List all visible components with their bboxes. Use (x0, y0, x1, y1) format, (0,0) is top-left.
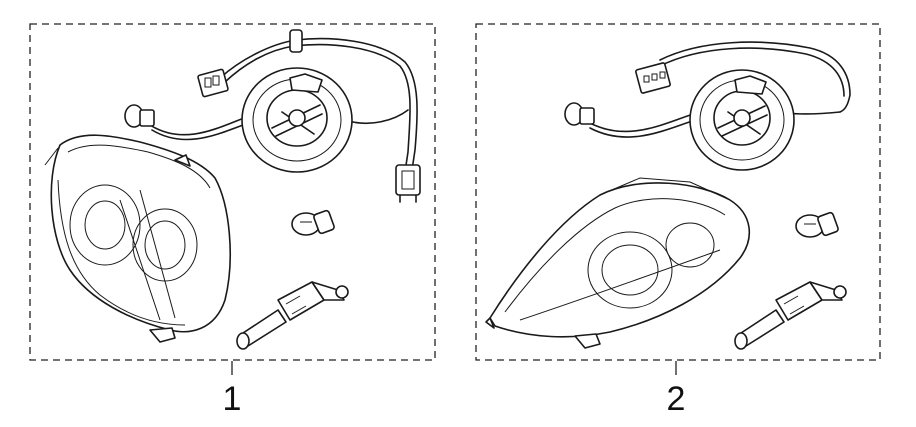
kit-1-connector (197, 68, 229, 98)
callout-1: 1 (223, 380, 242, 418)
kit-1-plug (395, 164, 421, 203)
kit-1-socket-bulb (124, 104, 155, 128)
kit-1-halogen-bulb (236, 281, 349, 350)
kit-1-wedge-bulb (291, 209, 335, 236)
kit-2-headlight-assembly (485, 177, 751, 349)
kit-2-socket-bulb (564, 102, 595, 126)
kit-2-group: 2 (475, 23, 881, 418)
kit-1-bulb-socket-ring (241, 67, 353, 173)
kit-2-wedge-bulb (795, 211, 839, 238)
kit-1-group: 1 (29, 23, 436, 418)
kit-1-headlight-assembly (44, 134, 231, 343)
kit-2-halogen-bulb (734, 281, 847, 350)
callout-2: 2 (667, 380, 686, 418)
kit-2-bulb-socket-ring (689, 69, 795, 171)
kit-1-boundary (29, 23, 436, 361)
kit-2-connector (635, 62, 671, 94)
kit-2-boundary (475, 23, 881, 361)
